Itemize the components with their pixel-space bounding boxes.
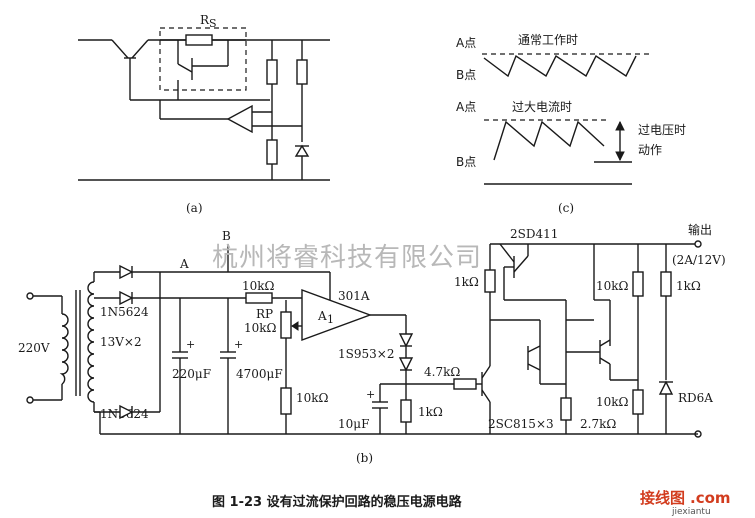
label-output: 输出 (688, 222, 712, 237)
resistor-2-7k (560, 397, 572, 421)
label-220v: 220V (18, 341, 50, 355)
transformer-secondary (87, 281, 95, 403)
resistor-1k-top (484, 269, 496, 293)
figure-caption: 图 1-23 设有过流保护回路的稳压电源电路 (212, 494, 463, 510)
label-diode-top: 1N5624 (100, 305, 149, 319)
output-terminal-top (694, 240, 702, 248)
label-a-point-1: A点 (456, 36, 476, 50)
label-normal-operation: 通常工作时 (518, 33, 578, 47)
error-amplifier-a (226, 104, 253, 134)
input-terminal-bottom (26, 396, 34, 404)
label-rp: RP (256, 307, 273, 321)
label-r-10k-right-2: 10kΩ (596, 395, 629, 409)
divider-resistor-top (266, 59, 278, 85)
label-r-bottom: 10kΩ (296, 391, 329, 405)
opamp-a1 (301, 288, 373, 342)
label-r-1k-low: 1kΩ (418, 405, 443, 419)
caption-a: (a) (186, 201, 203, 215)
rectifier-diode-2 (119, 290, 134, 306)
watermark-text: 杭州将睿科技有限公司 (212, 243, 482, 273)
zener-bias-resistor (296, 59, 308, 85)
diode-chain-1 (398, 333, 414, 348)
label-b-point-1: B点 (456, 68, 476, 82)
label-diode-chain: 1S953×2 (338, 347, 394, 361)
label-opamp-sub: 1 (327, 313, 334, 326)
label-cap-220uf: 220μF (172, 367, 211, 381)
rs-dashed-box (159, 27, 247, 91)
resistor-10k-right-top (632, 271, 644, 297)
label-r-2-7k: 2.7kΩ (580, 417, 616, 431)
caption-c: (c) (558, 201, 574, 215)
resistor-10k-top (245, 292, 273, 304)
resistor-1k-low (400, 399, 412, 423)
diagram-b: 220V 1N5624 13V×2 1N5624 B A (18, 222, 726, 465)
label-a-point-2: A点 (456, 100, 476, 114)
waveform-normal (483, 54, 637, 78)
transformer-primary (59, 313, 69, 385)
label-rp-value: 10kΩ (244, 321, 277, 335)
label-node-a: A (179, 257, 189, 271)
resistor-1k-out (660, 271, 672, 297)
logo-suffix: .com (690, 489, 731, 507)
zener-diode-a (294, 144, 310, 157)
rectifier-diode-3 (119, 404, 134, 420)
svg-text:+: + (366, 388, 375, 401)
label-transistors: 2SC815×3 (488, 417, 554, 431)
label-secondary-voltage: 13V×2 (100, 335, 142, 349)
rs-subscript: S (209, 17, 217, 30)
label-node-b: B (222, 229, 231, 243)
resistor-10k-right-bottom (632, 389, 644, 415)
label-overcurrent: 过大电流时 (512, 100, 572, 114)
caption-b: (b) (356, 451, 373, 465)
label-r-1k-out: 1kΩ (676, 279, 701, 293)
label-b-point-2: B点 (456, 155, 476, 169)
svg-text:+: + (234, 338, 243, 351)
label-opamp-part: 301A (338, 289, 370, 303)
resistor-10k-bottom (280, 387, 292, 415)
site-logo: 接线图 .com jiexiantu (640, 489, 731, 517)
label-action: 动作 (638, 143, 662, 157)
diagram-a: R S (a) (78, 13, 330, 215)
rs-label: R (200, 13, 210, 27)
label-r-top: 10kΩ (242, 279, 275, 293)
label-r-10k-right: 10kΩ (596, 279, 629, 293)
resistor-4-7k (453, 378, 477, 390)
diagram-c: A点 B点 通常工作时 A点 过大电流时 B点 过电压时 动作 (c) (456, 33, 686, 215)
input-terminal-top (26, 292, 34, 300)
label-zener: RD6A (678, 391, 713, 405)
divider-resistor-bottom (266, 139, 278, 165)
sense-resistor (185, 34, 213, 46)
potentiometer-rp (280, 311, 292, 339)
diode-chain-2 (398, 357, 414, 372)
zener-rd6a (658, 380, 674, 395)
pass-transistor (111, 39, 149, 100)
logo-text: 接线图 (640, 489, 685, 507)
waveform-overcurrent (493, 120, 605, 161)
label-transistor-top: 2SD411 (510, 227, 558, 241)
label-opamp: A (317, 309, 327, 323)
label-r-4-7k: 4.7kΩ (424, 365, 460, 379)
svg-text:+: + (186, 338, 195, 351)
label-cap-4700uf: 4700μF (236, 367, 283, 381)
rectifier-diode-1 (119, 264, 134, 280)
label-r-1k-top: 1kΩ (454, 275, 479, 289)
logo-sub: jiexiantu (671, 507, 711, 517)
label-cap-10uf: 10μF (338, 417, 369, 431)
label-overvoltage: 过电压时 (638, 123, 686, 137)
label-output-spec: (2A/12V) (672, 253, 726, 267)
